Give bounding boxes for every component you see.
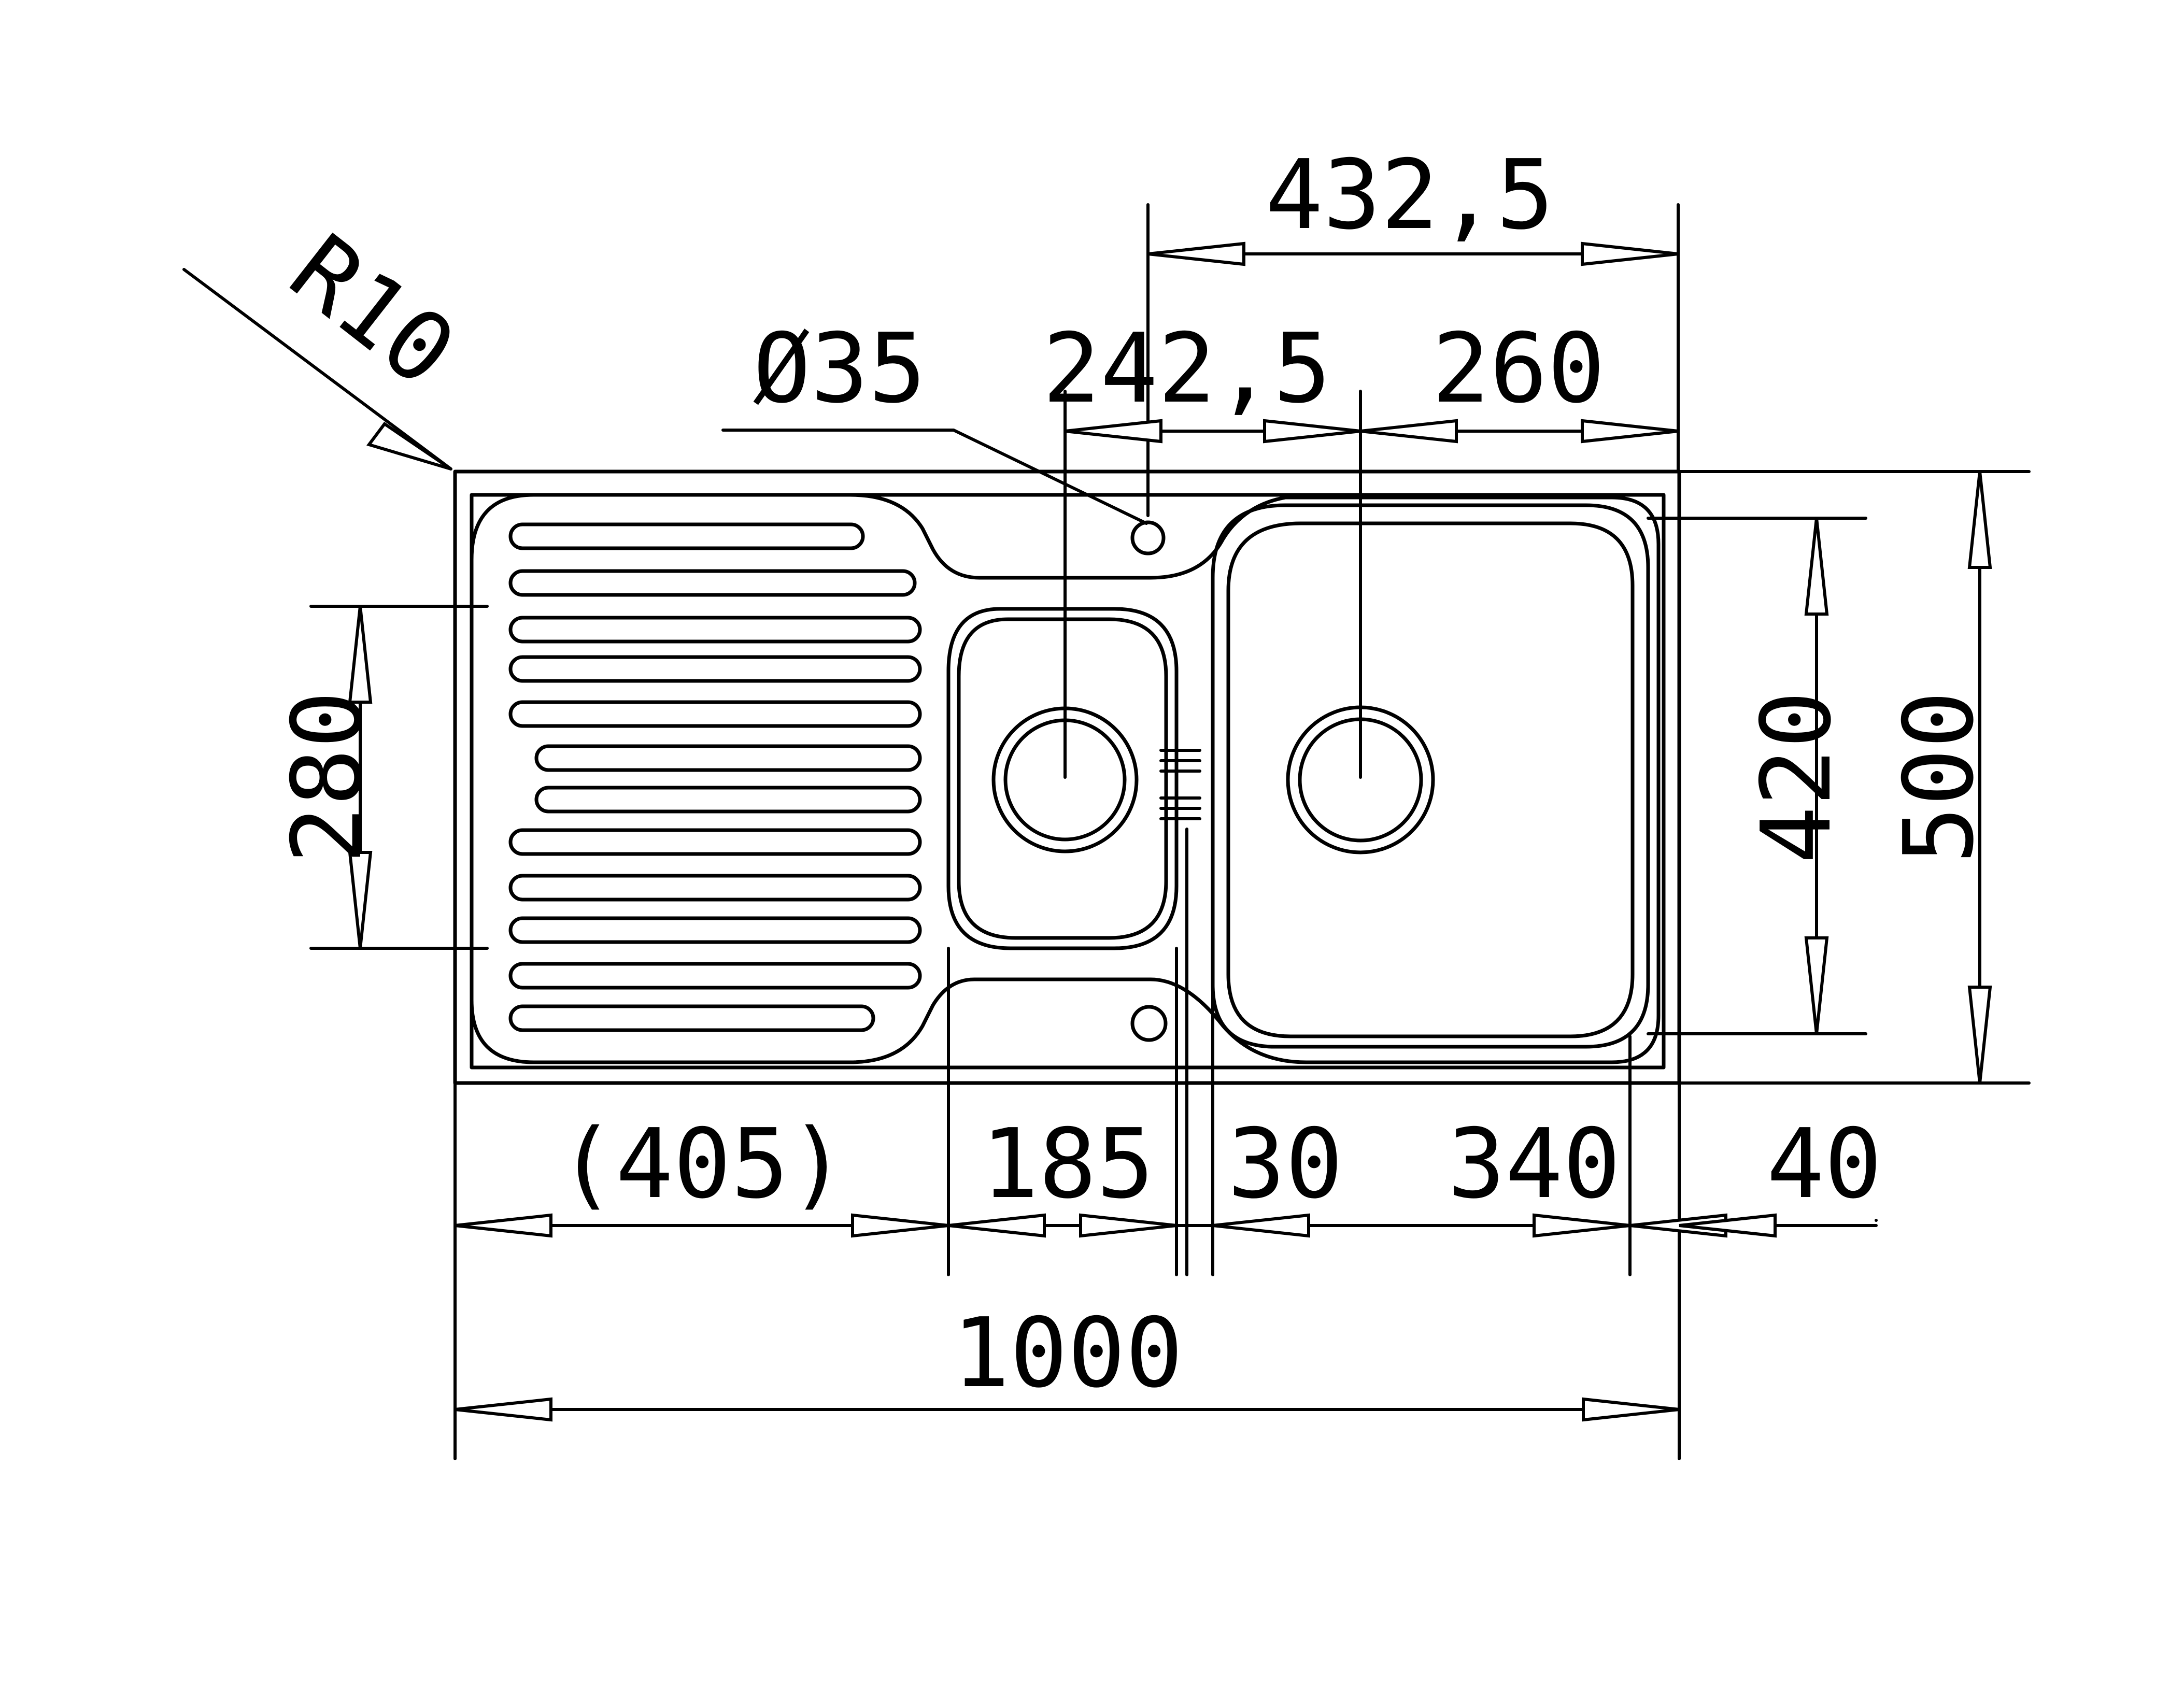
- drainer-groove: [508, 828, 922, 856]
- sink-outer-edge: [453, 469, 1681, 1085]
- radius-arrow-icon: [366, 421, 452, 471]
- dim-label-405: (405): [558, 1108, 847, 1220]
- drainer-groove: [508, 616, 922, 644]
- large-bowl-inner: [1226, 521, 1635, 1038]
- small-bowl-outline: [946, 607, 1179, 950]
- extension-lines: [309, 203, 2031, 1460]
- dim-label-40: 40: [1767, 1108, 1882, 1220]
- dim-label-280: 280: [271, 691, 383, 864]
- drainer: [470, 493, 1661, 1064]
- drainer-groove: [508, 1004, 875, 1032]
- radius-leader: [182, 268, 452, 471]
- dim-label-185: 185: [981, 1108, 1154, 1220]
- dim-label-500: 500: [1883, 691, 1995, 864]
- small-bowl-inner: [957, 617, 1168, 940]
- dim-label-30: 30: [1228, 1108, 1343, 1220]
- large-bowl: [1211, 503, 1650, 1049]
- dimension-lines: [348, 241, 1992, 1422]
- dim-label-420: 420: [1740, 691, 1852, 864]
- drainer-grooves: [508, 522, 922, 1032]
- sink-outline: [453, 469, 1681, 1085]
- drainer-groove: [534, 744, 922, 772]
- dim-label-432-5: 432,5: [1266, 139, 1554, 251]
- overflow-slots-icon: [1159, 749, 1201, 820]
- hole-leader: [721, 429, 1148, 525]
- drainer-outline: [470, 493, 1661, 1064]
- sink-inner-rim: [470, 493, 1666, 1070]
- hole-diameter-label: Ø35: [753, 312, 926, 424]
- leader-lines: [182, 268, 1148, 525]
- dim-label-242-5: 242,5: [1043, 312, 1331, 424]
- tap-holes: [1130, 520, 1201, 1042]
- drainer-groove: [508, 522, 865, 550]
- drainer-groove: [534, 786, 922, 814]
- drainer-groove: [508, 700, 922, 728]
- small-bowl: [946, 607, 1179, 950]
- radius-label: R10: [270, 213, 475, 408]
- large-bowl-outline: [1211, 503, 1650, 1049]
- drainer-groove: [508, 916, 922, 944]
- drainer-groove: [508, 569, 917, 597]
- tap-hole-icon: [1130, 1005, 1168, 1042]
- drainer-groove: [508, 874, 922, 902]
- dim-label-1000: 1000: [952, 1297, 1183, 1409]
- dim-label-260: 260: [1432, 312, 1605, 424]
- dim-label-340: 340: [1448, 1108, 1621, 1220]
- drainer-groove: [508, 962, 922, 990]
- tap-hole-icon: [1130, 520, 1166, 555]
- drainer-groove: [508, 655, 922, 683]
